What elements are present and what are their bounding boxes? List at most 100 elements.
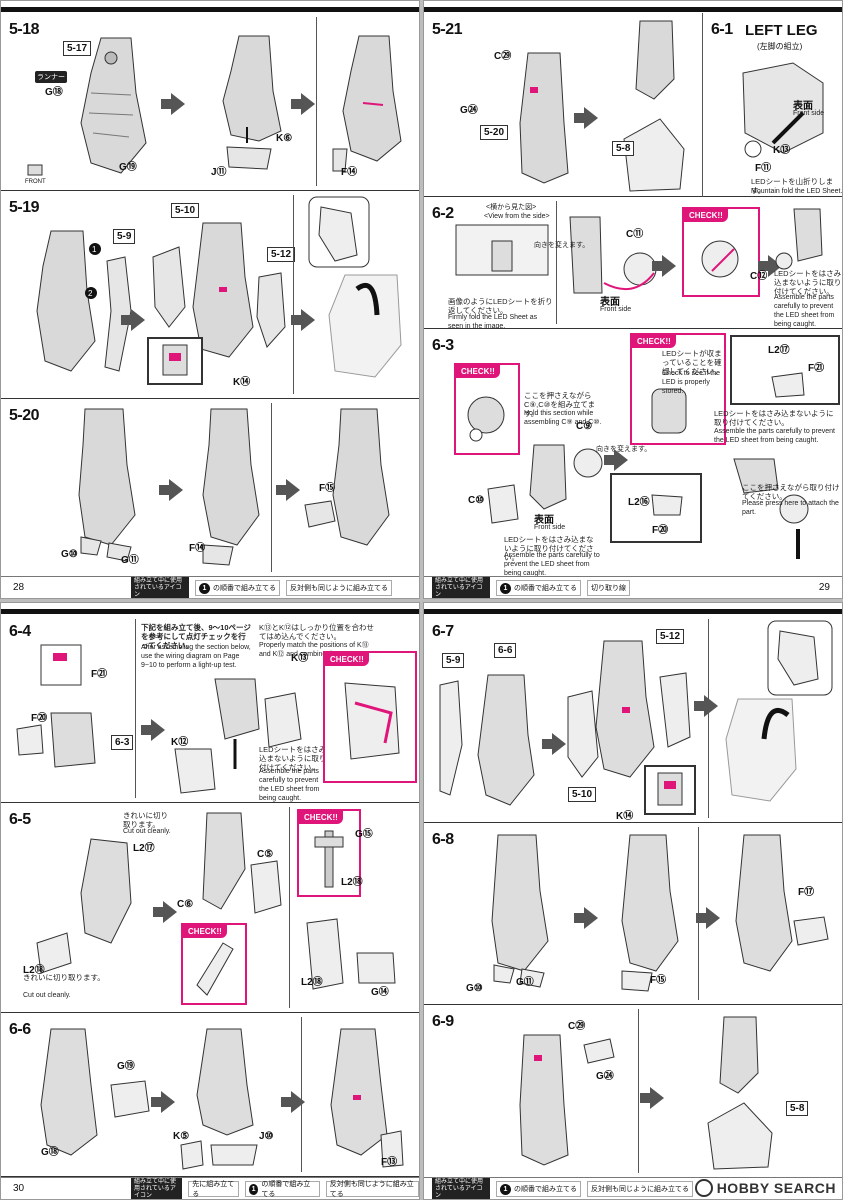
step-5-19: 5-19 5-9 1 2 5-10 5-12 K⑭	[1, 191, 419, 399]
legend-item-opposite: 反対側も同じように組み立てる	[587, 1181, 693, 1197]
part-tag: F㉑	[808, 363, 825, 374]
leg-illustration: 1 2	[36, 230, 132, 372]
check-magnifier-icon	[196, 942, 234, 996]
svg-text:1: 1	[92, 245, 97, 254]
ref-box: 5-9	[442, 653, 465, 668]
ref-box: 5-10	[171, 203, 200, 218]
part-tag: G⑱	[45, 87, 63, 98]
svg-text:2: 2	[88, 289, 93, 298]
part-tag: L2⑱	[301, 977, 323, 988]
panel-divider	[638, 1009, 639, 1173]
note-hold-jp: ここを押さえながらC⑨,C⑩を組み立てます。	[524, 391, 595, 418]
arrow-right-icon	[276, 479, 300, 501]
panel-divider	[698, 827, 699, 1000]
leg-illustration	[222, 35, 282, 170]
check-detail-box: CHECK!!	[323, 651, 417, 783]
part-tag: G⑩	[466, 983, 483, 994]
part-tag: F⑭	[189, 543, 206, 554]
check-detail-box: CHECK!!	[181, 923, 247, 1005]
leg-illustration	[491, 834, 549, 988]
page-number: 29	[818, 582, 830, 593]
note-led-jp: LEDシートをはさみ込まないように取り付けてください。	[259, 745, 327, 772]
part-tag: G⑭	[371, 987, 389, 998]
panel-divider	[135, 619, 136, 798]
ref-box: 5-10	[568, 787, 597, 802]
part-tag: L2⑰	[133, 843, 155, 854]
note-hold-en: Hold this section while assembling C⑨ an…	[524, 410, 602, 426]
part-tag: F⑮	[319, 483, 336, 494]
leg-illustration	[439, 674, 535, 806]
part-tag: J⑪	[211, 167, 227, 178]
part-tag: K⑭	[233, 377, 251, 388]
ref-box: 5-12	[656, 629, 685, 644]
part-tag: G⑪	[121, 555, 139, 566]
view-label-jp: <横から見た図>	[486, 204, 537, 211]
step-6-1: 6-1 LEFT LEG (左脚の組立) 表面 Front side K⑬ F⑪…	[703, 13, 842, 197]
note-stored-en: Check to see if the LED is properly stor…	[662, 370, 720, 395]
leg-illustration	[78, 408, 136, 562]
section-subtitle: (左脚の組立)	[757, 42, 803, 51]
check-note-jp: LEDシートをはさみ込まないように取り付けてください。	[774, 269, 842, 296]
part-tag: G㉔	[596, 1071, 614, 1082]
legend-item-cut: 切り取り線	[587, 580, 630, 596]
part-tag: C⑥	[177, 899, 194, 910]
check-label: CHECK!!	[456, 365, 500, 378]
step-6-5: 6-5 きれいに切り取ります。 Cut out cleanly. L2⑰ L2⑱…	[1, 803, 419, 1013]
arrow-right-icon	[604, 449, 628, 471]
leg-illustration	[330, 1028, 404, 1168]
arrow-right-icon	[696, 907, 720, 929]
part-tag: L2⑰	[768, 345, 790, 356]
top-rule	[1, 609, 419, 614]
note-jp: 画像のようにLEDシートを折り返してください。	[448, 297, 553, 315]
legend-title: 組み立て中に使用されているアイコン	[131, 1177, 183, 1199]
ref-box: 5-8	[786, 1101, 809, 1116]
leg-illustration	[202, 812, 282, 914]
page-number: 28	[13, 582, 25, 593]
step-number: 6-5	[9, 811, 31, 828]
page-29: 5-21 C㉙ G㉔ 5-20 5-8 6-1 LEFT LEG (左脚の組立)…	[423, 0, 843, 599]
leg-illustration	[519, 52, 569, 184]
part-tag: G⑲	[117, 1061, 135, 1072]
part-tag: 表面	[534, 515, 554, 526]
part-tag: F⑳	[31, 713, 48, 724]
leg-illustration	[519, 1034, 615, 1166]
arrow-right-icon	[694, 695, 718, 717]
part-tag: C⑪	[626, 229, 644, 240]
note-led-jp: LEDシートをはさみ込まないように取り付けてください。	[714, 409, 834, 427]
part-tag: K⑫	[171, 737, 189, 748]
runner-label: ランナー	[35, 71, 67, 83]
part-tag: C⑩	[468, 495, 485, 506]
leg-illustration	[306, 918, 396, 990]
legend-item-opposite: 反対側も同じように組み立てる	[325, 1181, 419, 1198]
step-6-7: 6-7 5-9 6-6 5-12 5-10 K⑭	[424, 615, 842, 823]
part-tag: G⑮	[355, 829, 373, 840]
arrow-right-icon	[291, 93, 315, 115]
leg-illustration	[180, 1028, 258, 1170]
check-detail-box: CHECK!! LEDシートが収まっていることを確認してください。 Check …	[630, 333, 726, 445]
check-label: CHECK!!	[299, 811, 343, 824]
led-assembly-illustration	[742, 62, 824, 158]
panel-divider	[289, 807, 290, 1008]
arrow-right-icon	[291, 309, 315, 331]
arrow-right-icon	[161, 93, 185, 115]
legend-item-opposite: 反対側も同じように組み立てる	[286, 580, 392, 596]
step-number: 6-1	[711, 21, 733, 38]
legend-title: 組み立て中に使用されているアイコン	[432, 576, 490, 598]
panel-divider	[271, 403, 272, 572]
leg-illustration	[36, 838, 132, 974]
note-lightup-jp: 下記を組み立て後、9〜10ページを参考にして点灯チェックを行ってください。	[141, 623, 251, 650]
note-cut-en: Cut out cleanly.	[123, 828, 171, 835]
leg-illustration	[707, 1016, 773, 1170]
legend-title: 組み立て中に使用されているアイコン	[131, 576, 189, 598]
leg-illustration	[304, 408, 390, 546]
step-number: 6-4	[9, 623, 31, 640]
legend-item-first: 先に組み立てる	[188, 1181, 239, 1198]
part-tag: L2⑯	[628, 497, 650, 508]
leg-illustration	[735, 834, 829, 972]
